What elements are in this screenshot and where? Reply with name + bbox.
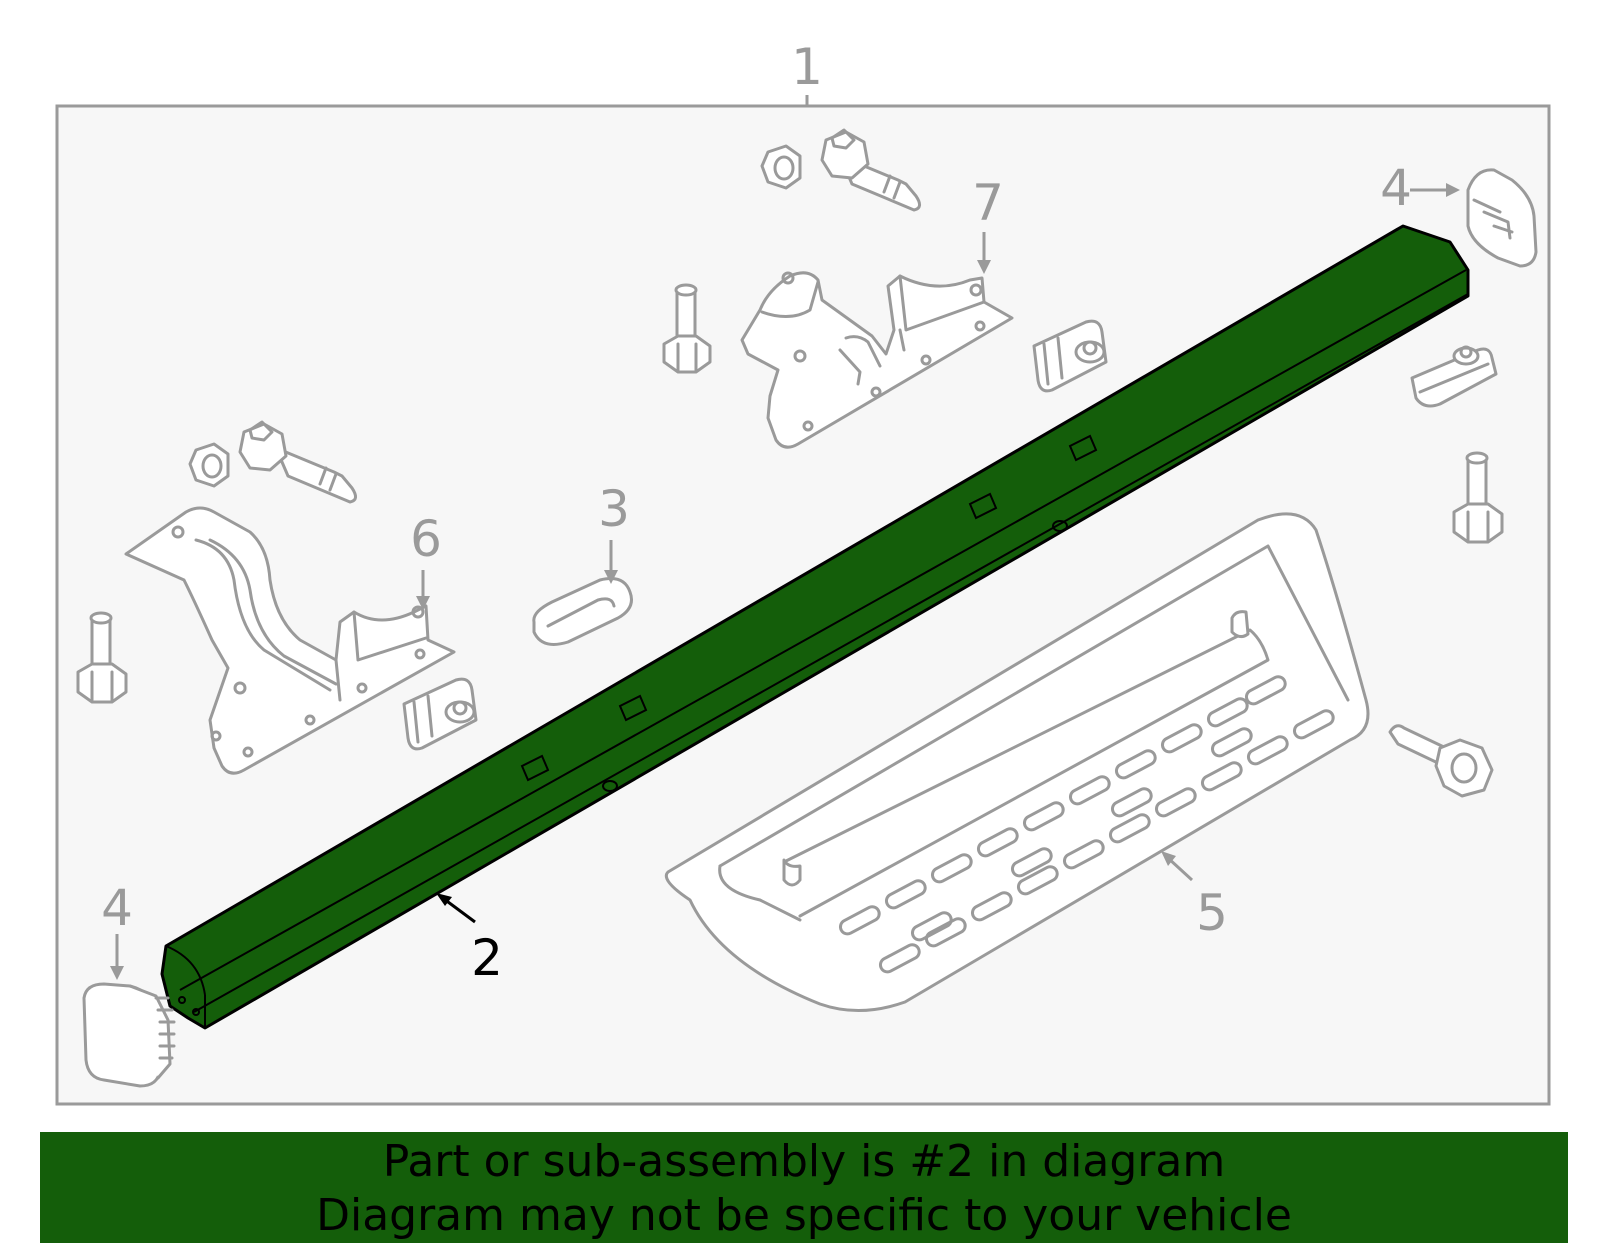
callout-4-right: 4 [1380, 159, 1412, 217]
callout-4-right-arrow [1446, 183, 1460, 197]
vertical-bolt-center[interactable] [662, 283, 712, 374]
clip-nut-right[interactable] [1410, 345, 1498, 408]
callout-3-arrow [604, 570, 618, 584]
vertical-bolt-left[interactable] [76, 611, 128, 704]
end-cap-left[interactable] [82, 982, 176, 1088]
flange-nut-top[interactable] [760, 144, 802, 190]
mounting-bracket-left[interactable] [124, 506, 456, 775]
callout-4-left: 4 [101, 879, 133, 937]
callout-2-arrow [436, 893, 452, 906]
callout-5-leader [1166, 856, 1194, 882]
parts-diagram: 1 2 3 4 [55, 38, 1551, 1106]
running-board-rail[interactable] [160, 224, 1470, 1030]
clip-part[interactable] [532, 577, 633, 646]
callout-3: 3 [598, 480, 630, 538]
callout-2: 2 [471, 929, 503, 987]
end-cap-right[interactable] [1466, 168, 1538, 268]
banner-line-part-number: Part or sub-assembly is #2 in diagram [382, 1136, 1226, 1187]
info-banner: Part or sub-assembly is #2 in diagram Di… [40, 1132, 1568, 1243]
callout-4-left-arrow [110, 966, 124, 980]
shoulder-bolt-left[interactable] [238, 420, 357, 504]
vertical-bolt-right[interactable] [1452, 451, 1504, 544]
step-pad[interactable] [664, 512, 1370, 1012]
step-pad-treads [838, 675, 1335, 974]
callout-7-arrow [977, 260, 991, 274]
banner-line-disclaimer: Diagram may not be specific to your vehi… [316, 1190, 1292, 1241]
angled-bolt-right[interactable] [1388, 724, 1494, 798]
flange-nut-left[interactable] [188, 442, 230, 488]
clip-nut-left[interactable] [402, 677, 478, 751]
clip-nut-center[interactable] [1032, 319, 1108, 393]
callout-5: 5 [1196, 884, 1228, 942]
callout-5-arrow [1161, 851, 1176, 866]
callout-6: 6 [410, 510, 442, 568]
mounting-bracket-right[interactable] [740, 271, 1014, 449]
callout-1: 1 [791, 38, 823, 96]
rail-slots [178, 434, 1098, 1016]
shoulder-bolt-top[interactable] [820, 128, 921, 212]
callout-7: 7 [972, 174, 1004, 232]
callout-6-arrow [416, 596, 430, 610]
